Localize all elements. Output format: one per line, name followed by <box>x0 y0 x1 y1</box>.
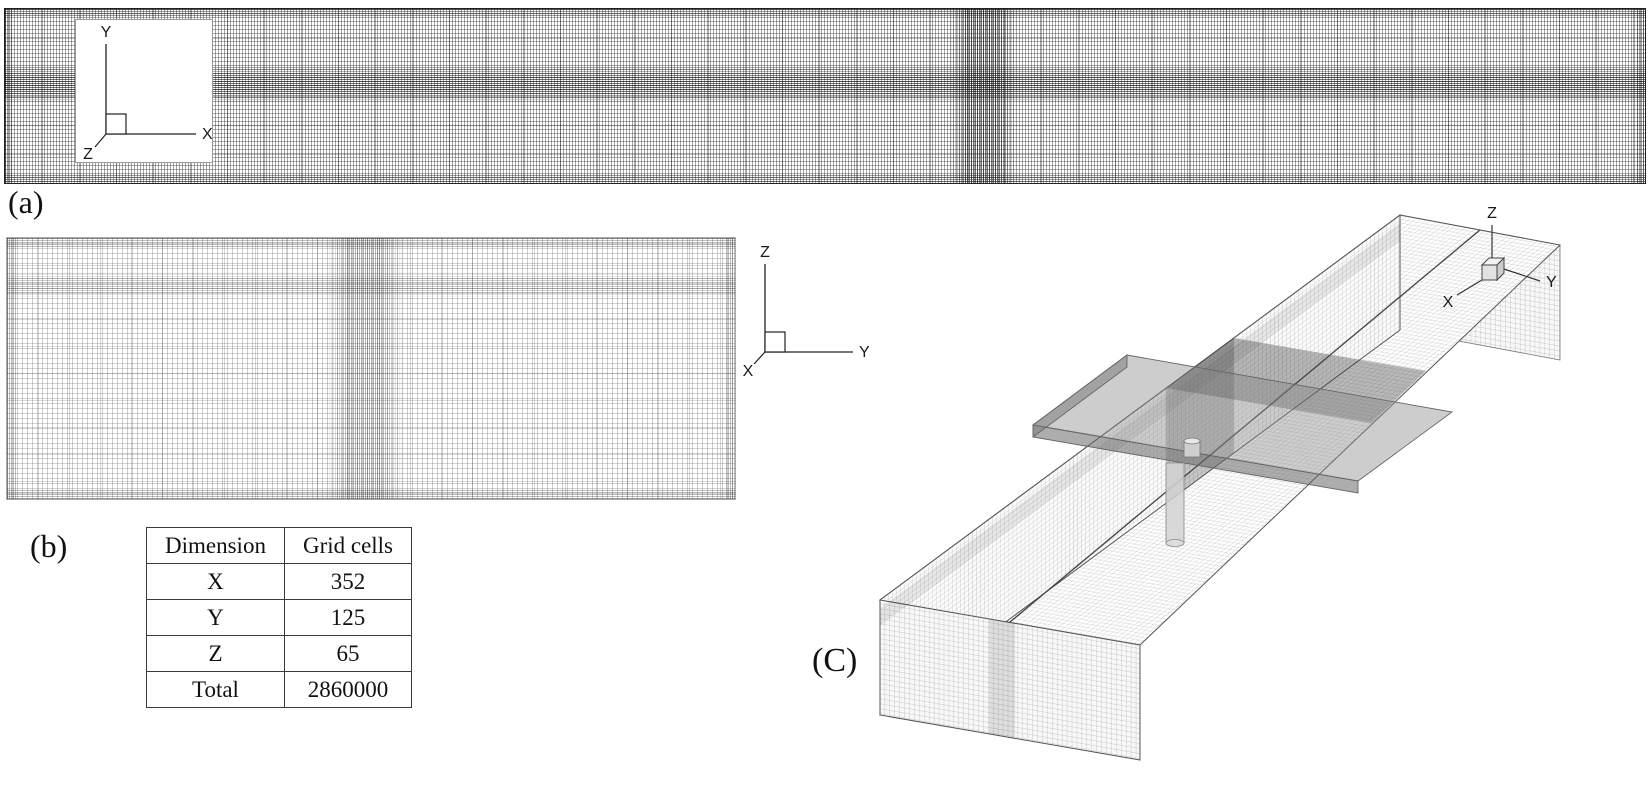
table-row-y: Y 125 <box>146 599 413 636</box>
panel-c-axis-depth-label: X <box>1443 294 1454 311</box>
front-face-top-refined-strip <box>880 223 1400 626</box>
table-cell-value: 2860000 <box>283 671 413 708</box>
table-cell-value: 352 <box>283 563 413 600</box>
panel-a-axis-depth-label: Z <box>83 146 93 162</box>
table-header-dimension: Dimension <box>146 527 285 564</box>
panel-a-label: (a) <box>8 184 44 220</box>
table-cell-value: 125 <box>283 599 413 636</box>
axis-origin-cube-front <box>1481 264 1498 281</box>
table-cell-value: 65 <box>283 635 413 672</box>
table-row-z: Z 65 <box>146 635 413 672</box>
panel-c-axis-icon: Z X Y <box>1443 205 1557 311</box>
panel-c-3d-mesh: Z X Y <box>878 205 1562 761</box>
panel-a-axis-up-label: Y <box>101 24 112 41</box>
embedded-plate <box>1031 354 1454 547</box>
mesh-block-near-end-face <box>879 599 1141 761</box>
panel-a-vertical-refined-band <box>949 9 1017 183</box>
panel-a-axis-right-label: X <box>202 126 212 143</box>
grid-cells-table: Dimension Grid cells X 352 Y 125 Z 65 To… <box>146 527 413 708</box>
panel-b-axis-right-label: Y <box>859 344 870 361</box>
panel-b-axis-depth-label: X <box>743 363 754 380</box>
table-row-total: Total 2860000 <box>146 671 413 708</box>
panel-a-top-edge-refinement <box>5 9 1645 17</box>
plate-hanging-cylinder-cap <box>1165 539 1185 547</box>
panel-b-horizontal-refined-band <box>7 272 735 298</box>
panel-b-axis-icon: Z Y X <box>743 244 870 380</box>
plate-top-peg-cap <box>1183 437 1201 445</box>
panel-b-left-edge-refinement <box>7 238 16 499</box>
panel-a-bottom-edge-refinement <box>5 175 1645 183</box>
top-face-refined-band <box>1166 338 1426 423</box>
near-end-refined-strip <box>989 619 1015 738</box>
panel-c-axis-right-label: Y <box>1546 274 1557 291</box>
panel-b-vertical-refined-band <box>325 238 405 499</box>
table-cell-dimension: Z <box>146 635 285 672</box>
panel-b-axis-up-label: Z <box>760 244 770 261</box>
top-face-centerline <box>1009 229 1481 623</box>
table-header-row: Dimension Grid cells <box>146 527 413 564</box>
table-cell-dimension: Y <box>146 599 285 636</box>
axis-origin-cube-right <box>1496 256 1505 282</box>
panel-a-axis-icon: Y X Z <box>83 24 213 163</box>
panel-a-horizontal-refined-band <box>5 65 1645 103</box>
panel-b-top-edge-refinement <box>7 238 735 247</box>
plate-hanging-cylinder <box>1165 462 1185 544</box>
panel-a-axis-inset: Y X Z <box>75 19 213 163</box>
mesh-block <box>878 214 1562 761</box>
panel-b-mesh-grid <box>6 237 736 500</box>
panel-b-right-edge-refinement <box>726 238 735 499</box>
panel-b-label: (b) <box>30 528 68 564</box>
table-cell-dimension: X <box>146 563 285 600</box>
table-cell-dimension: Total <box>146 671 285 708</box>
table-header-grid-cells: Grid cells <box>283 527 413 564</box>
panel-c-label: (C) <box>812 642 858 679</box>
plate-left-face <box>1032 354 1128 438</box>
panel-c-axis-up-label: Z <box>1487 205 1497 222</box>
table-row-x: X 352 <box>146 563 413 600</box>
panel-b-bottom-edge-refinement <box>7 490 735 499</box>
panel-a-mesh-grid: Y X Z <box>4 8 1646 184</box>
